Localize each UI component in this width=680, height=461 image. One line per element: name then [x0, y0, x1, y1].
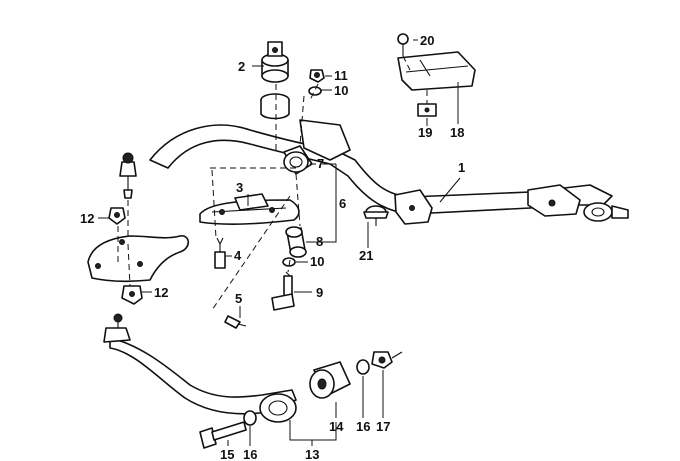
callout-16-left: 16 — [243, 447, 257, 461]
callout-12-upper: 12 — [80, 211, 94, 226]
nut-17 — [371, 351, 403, 369]
callout-3: 3 — [236, 180, 243, 195]
callout-13: 13 — [305, 447, 319, 461]
callout-10-lower: 10 — [310, 254, 324, 269]
washer-10-upper — [308, 86, 322, 96]
callout-16-right: 16 — [356, 419, 370, 434]
callout-12-lower: 12 — [154, 285, 168, 300]
callout-17: 17 — [376, 419, 390, 434]
washer-10-lower — [282, 257, 296, 267]
callout-20: 20 — [420, 33, 434, 48]
bolt-9 — [271, 271, 295, 311]
bracket-plate-3 — [199, 193, 300, 225]
callout-4: 4 — [234, 248, 242, 263]
nut-12-lower — [121, 285, 143, 305]
clip-19 — [417, 103, 437, 117]
arm-bush-large — [259, 393, 297, 423]
callout-9: 9 — [316, 285, 323, 300]
bolt-4 — [214, 237, 226, 269]
callout-15: 15 — [220, 447, 234, 461]
ball-joint-upper — [119, 152, 137, 199]
callout-2: 2 — [238, 59, 245, 74]
bush-7 — [283, 145, 313, 175]
rubber-mount-2 — [261, 41, 289, 83]
callout-10-upper: 10 — [334, 83, 348, 98]
callout-8: 8 — [316, 234, 323, 249]
washer-16-right — [356, 359, 370, 375]
heat-shield-18 — [397, 51, 476, 91]
callout-5: 5 — [235, 291, 242, 306]
nut-11 — [309, 69, 325, 83]
axle-carrier — [149, 119, 629, 225]
nut-12-upper — [108, 207, 126, 225]
callout-7: 7 — [317, 156, 324, 171]
arm-bush-14 — [309, 361, 351, 399]
callout-19: 19 — [418, 125, 432, 140]
callout-18: 18 — [450, 125, 464, 140]
callout-14: 14 — [329, 419, 344, 434]
callout-21: 21 — [359, 248, 373, 263]
callout-6: 6 — [339, 196, 346, 211]
bolt-5 — [224, 315, 247, 329]
washer-16-left — [243, 410, 257, 426]
bolt-15 — [199, 421, 247, 449]
screw-20 — [397, 33, 409, 56]
callout-1: 1 — [458, 160, 465, 175]
link-plate — [87, 235, 190, 283]
callout-11: 11 — [334, 68, 348, 83]
stopper-21 — [363, 205, 389, 226]
rubber-mount-8 — [285, 226, 307, 258]
bush-ring — [260, 93, 290, 120]
